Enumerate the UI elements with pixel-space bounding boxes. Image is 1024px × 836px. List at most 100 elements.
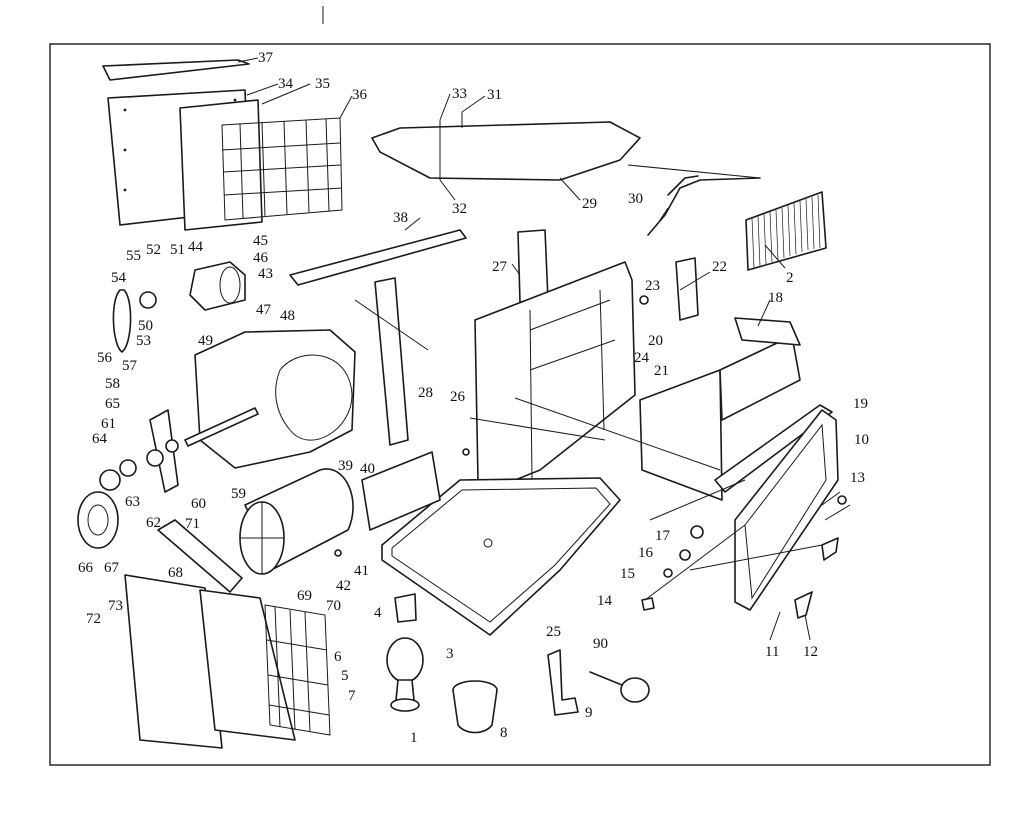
callout-19: 19 bbox=[853, 396, 868, 412]
pump-part bbox=[386, 593, 424, 712]
knob-part bbox=[589, 671, 650, 703]
callout-32: 32 bbox=[452, 201, 467, 217]
condenser-coil-part bbox=[745, 191, 827, 271]
callout-6: 6 bbox=[334, 649, 342, 665]
callout-33: 33 bbox=[452, 86, 467, 102]
callout-50: 50 bbox=[138, 318, 153, 334]
callout-66: 66 bbox=[78, 560, 94, 576]
callout-58: 58 bbox=[105, 376, 120, 392]
callout-69: 69 bbox=[297, 588, 312, 604]
callout-41: 41 bbox=[354, 563, 369, 579]
callout-labels: 37 34 35 36 33 31 32 29 30 2 38 27 22 23… bbox=[78, 50, 869, 746]
belt-part bbox=[112, 289, 132, 353]
callout-15: 15 bbox=[620, 566, 635, 582]
callout-49: 49 bbox=[198, 333, 213, 349]
callout-26: 26 bbox=[450, 389, 466, 405]
callout-23-top: 23 bbox=[645, 278, 660, 294]
callout-37: 37 bbox=[258, 50, 274, 66]
callout-40: 40 bbox=[360, 461, 375, 477]
callout-4: 4 bbox=[374, 605, 382, 621]
callout-73: 73 bbox=[108, 598, 123, 614]
callout-45-top: 45 bbox=[253, 233, 268, 249]
callout-54: 54 bbox=[111, 270, 127, 286]
callout-22: 22 bbox=[712, 259, 727, 275]
callout-30: 30 bbox=[628, 191, 643, 207]
callout-11: 11 bbox=[765, 644, 779, 660]
support-angle-part bbox=[361, 451, 441, 531]
column-part bbox=[374, 277, 409, 446]
callout-18: 18 bbox=[768, 290, 783, 306]
callout-20-left: 20 bbox=[648, 333, 663, 349]
callout-59: 59 bbox=[231, 486, 246, 502]
top-cover-part bbox=[371, 112, 641, 181]
callout-17: 17 bbox=[655, 528, 671, 544]
callout-90: 90 bbox=[593, 636, 608, 652]
bulkhead-part bbox=[474, 261, 636, 491]
callout-29: 29 bbox=[582, 196, 597, 212]
blower-wheel-part bbox=[239, 468, 354, 575]
bracket-part bbox=[146, 409, 179, 493]
callout-60: 60 bbox=[191, 496, 206, 512]
callout-13: 13 bbox=[850, 470, 865, 486]
callout-62: 62 bbox=[146, 515, 161, 531]
base-pan-part bbox=[381, 477, 621, 636]
callout-35: 35 bbox=[315, 76, 330, 92]
brace-bar-part bbox=[289, 229, 467, 286]
callout-25: 25 bbox=[546, 624, 561, 640]
callout-48: 48 bbox=[280, 308, 295, 324]
callout-31: 31 bbox=[487, 87, 502, 103]
callout-5: 5 bbox=[341, 668, 349, 684]
filter-panel-part bbox=[179, 99, 263, 231]
callout-51: 51 bbox=[170, 242, 185, 258]
callout-64: 64 bbox=[92, 431, 108, 447]
callout-67: 67 bbox=[104, 560, 120, 576]
top-rail-part bbox=[102, 59, 250, 81]
callout-44: 44 bbox=[188, 239, 204, 255]
small-grille-part bbox=[264, 604, 331, 736]
grille-part bbox=[221, 117, 343, 221]
callout-38: 38 bbox=[393, 210, 408, 226]
pipe-assembly-part bbox=[647, 175, 761, 236]
callout-24-right: 24 bbox=[634, 350, 650, 366]
front-panel-part bbox=[199, 589, 296, 741]
callout-14: 14 bbox=[597, 593, 613, 609]
callout-61: 61 bbox=[101, 416, 116, 432]
blower-housing-part bbox=[194, 329, 356, 469]
callout-47: 47 bbox=[256, 302, 272, 318]
callout-10: 10 bbox=[854, 432, 869, 448]
callout-16: 16 bbox=[638, 545, 654, 561]
callout-63: 63 bbox=[125, 494, 140, 510]
callout-9: 9 bbox=[585, 705, 593, 721]
small-fittings bbox=[139, 291, 847, 619]
side-rail-part bbox=[714, 404, 833, 493]
callout-71: 71 bbox=[185, 516, 200, 532]
callout-27: 27 bbox=[492, 259, 508, 275]
side-panel-part bbox=[124, 574, 223, 749]
callout-56: 56 bbox=[97, 350, 113, 366]
callout-3: 3 bbox=[446, 646, 454, 662]
callout-8: 8 bbox=[500, 725, 508, 741]
shaft-part bbox=[184, 407, 259, 447]
callout-1: 1 bbox=[410, 730, 418, 746]
callout-52: 52 bbox=[146, 242, 161, 258]
callout-28: 28 bbox=[418, 385, 433, 401]
diagram-border bbox=[49, 43, 991, 766]
channel-part bbox=[157, 519, 243, 593]
callout-34: 34 bbox=[278, 76, 294, 92]
callout-43: 43 bbox=[258, 266, 273, 282]
callout-55-top: 55 bbox=[126, 248, 141, 264]
callout-42: 42 bbox=[336, 578, 351, 594]
callout-2: 2 bbox=[786, 270, 794, 286]
callout-70: 70 bbox=[326, 598, 341, 614]
callout-39: 39 bbox=[338, 458, 353, 474]
motor-part bbox=[189, 261, 246, 311]
callout-7: 7 bbox=[348, 688, 356, 704]
callout-53: 53 bbox=[136, 333, 151, 349]
callout-72: 72 bbox=[86, 611, 101, 627]
pulley-part bbox=[77, 459, 137, 549]
callout-46: 46 bbox=[253, 250, 269, 266]
leader-lines bbox=[237, 57, 851, 641]
callout-12: 12 bbox=[803, 644, 818, 660]
cup-part bbox=[452, 680, 498, 734]
knob-bracket-part bbox=[547, 649, 579, 716]
